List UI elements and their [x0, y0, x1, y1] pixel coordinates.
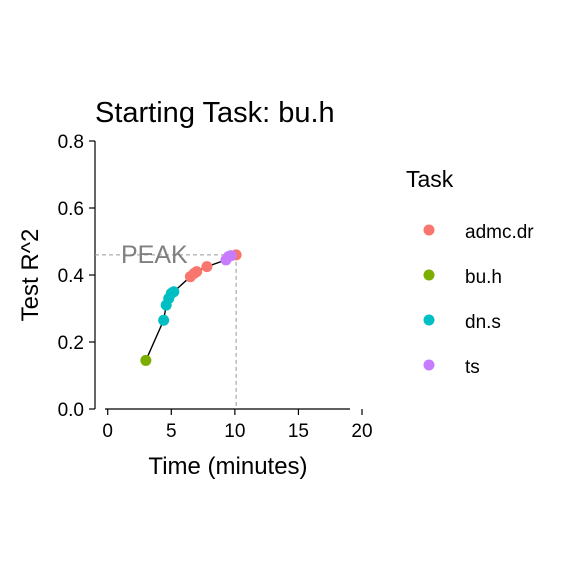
data-points [140, 249, 242, 366]
legend-items: admc.dr bu.h dn.s ts [423, 222, 534, 378]
point-dn-s [158, 314, 170, 326]
x-tick-label: 5 [166, 421, 177, 442]
x-tick-label: 10 [224, 421, 245, 442]
legend-label: ts [465, 357, 480, 378]
legend-label: admc.dr [465, 222, 534, 243]
legend-title: Task [406, 166, 454, 192]
legend-key-ts [423, 359, 435, 371]
plot-area: 0.0 0.2 0.4 0.6 0.8 0 5 10 15 20 PEAK [58, 132, 373, 442]
legend-key-admc-dr [423, 224, 435, 236]
point-admc-dr [201, 261, 213, 273]
y-ticks: 0.0 0.2 0.4 0.6 0.8 [58, 132, 95, 421]
chart-title: Starting Task: bu.h [95, 97, 335, 129]
legend: Task admc.dr bu.h dn.s ts [406, 166, 534, 378]
point-admc-dr [191, 266, 203, 278]
peak-marker: PEAK [95, 241, 237, 409]
y-tick-label: 0.0 [58, 400, 84, 421]
legend-key-bu-h [423, 269, 435, 281]
legend-label: dn.s [465, 312, 501, 333]
point-ts [225, 250, 237, 262]
y-tick-label: 0.8 [58, 132, 84, 153]
x-tick-label: 0 [102, 421, 113, 442]
x-ticks: 0 5 10 15 20 [102, 409, 373, 442]
x-tick-label: 15 [288, 421, 309, 442]
point-dn-s [168, 286, 180, 298]
x-tick-label: 20 [351, 421, 372, 442]
legend-key-dn-s [423, 314, 435, 326]
y-tick-label: 0.4 [58, 266, 85, 287]
y-tick-label: 0.6 [58, 199, 84, 220]
y-axis-label: Test R^2 [17, 229, 44, 322]
legend-label: bu.h [465, 267, 502, 288]
x-axis-label: Time (minutes) [148, 453, 307, 480]
y-tick-label: 0.2 [58, 333, 84, 354]
point-bu-h [140, 354, 152, 366]
peak-label: PEAK [121, 241, 188, 269]
